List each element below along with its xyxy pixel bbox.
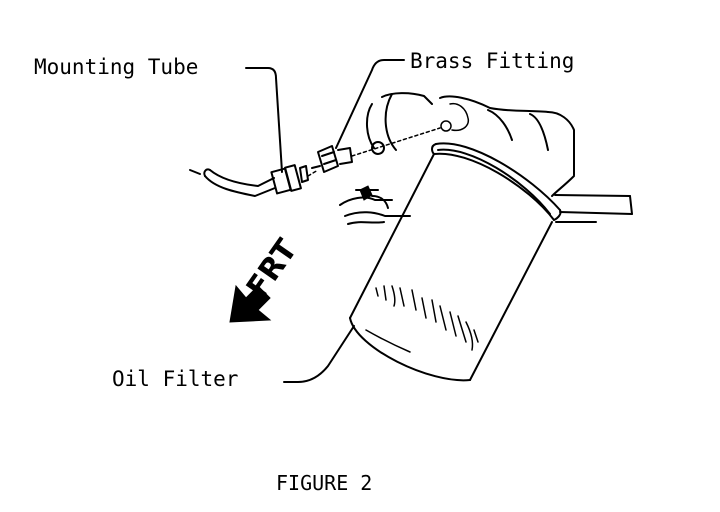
label-oil-filter: Oil Filter: [112, 367, 238, 391]
mounting-tube: [189, 164, 309, 197]
label-mounting-tube: Mounting Tube: [34, 55, 198, 79]
front-direction-indicator: FRT: [229, 233, 305, 323]
leader-lines: [245, 59, 405, 383]
figure-caption: FIGURE 2: [276, 471, 372, 495]
direction-arrow-icon: [229, 284, 272, 323]
oil-filter: [349, 142, 562, 382]
brass-fitting: [307, 127, 441, 177]
label-brass-fitting: Brass Fitting: [410, 49, 574, 73]
bracket-clip: [339, 185, 411, 225]
engine-block: [366, 92, 633, 223]
